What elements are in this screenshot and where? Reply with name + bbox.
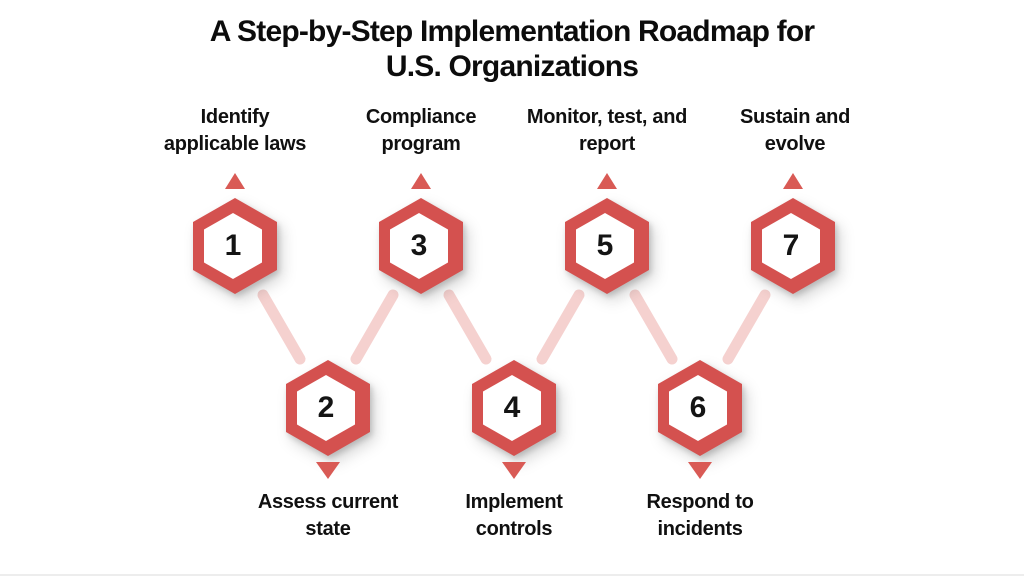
page-title: A Step-by-Step Implementation Roadmap fo… bbox=[0, 14, 1024, 84]
step-4-hexagon: 4 bbox=[472, 360, 556, 456]
step-2-label: Assess current state bbox=[257, 491, 399, 540]
arrow-down-icon bbox=[688, 462, 712, 479]
step-3-number: 3 bbox=[410, 229, 428, 262]
step-5-number: 5 bbox=[596, 229, 614, 262]
arrow-up-icon bbox=[411, 173, 431, 189]
connector-line-1-2 bbox=[257, 289, 306, 365]
connector-line-3-2 bbox=[350, 289, 399, 365]
step-5-hexagon: 5 bbox=[565, 198, 649, 294]
step-6-hexagon: 6 bbox=[658, 360, 742, 456]
step-7-hexagon: 7 bbox=[751, 198, 835, 294]
arrow-down-icon bbox=[316, 462, 340, 479]
step-2-number: 2 bbox=[317, 391, 335, 424]
step-4-label: Implement controls bbox=[465, 491, 563, 540]
step-2-hexagon: 2 bbox=[286, 360, 370, 456]
arrow-up-icon bbox=[783, 173, 803, 189]
step-7-number: 7 bbox=[782, 229, 800, 262]
connector-line-3-4 bbox=[443, 289, 492, 365]
page-title-line-1: A Step-by-Step Implementation Roadmap fo… bbox=[209, 15, 815, 48]
step-6-number: 6 bbox=[689, 391, 707, 424]
arrow-down-icon bbox=[502, 462, 526, 479]
connector-line-5-6 bbox=[629, 289, 678, 365]
page-title-line-2: U.S. Organizations bbox=[385, 50, 639, 83]
step-4-number: 4 bbox=[503, 391, 521, 424]
step-6-label: Respond to incidents bbox=[646, 491, 754, 540]
step-1-hexagon: 1 bbox=[193, 198, 277, 294]
arrow-up-icon bbox=[597, 173, 617, 189]
step-1-label: Identify applicable laws bbox=[163, 106, 307, 155]
step-1-number: 1 bbox=[224, 229, 242, 262]
step-3-label: Compliance program bbox=[365, 106, 477, 155]
connector-line-5-4 bbox=[536, 289, 585, 365]
step-7-label: Sustain and evolve bbox=[739, 106, 851, 155]
step-3-hexagon: 3 bbox=[379, 198, 463, 294]
connector-line-7-6 bbox=[722, 289, 771, 365]
step-5-label: Monitor, test, and report bbox=[526, 106, 688, 155]
arrow-up-icon bbox=[225, 173, 245, 189]
